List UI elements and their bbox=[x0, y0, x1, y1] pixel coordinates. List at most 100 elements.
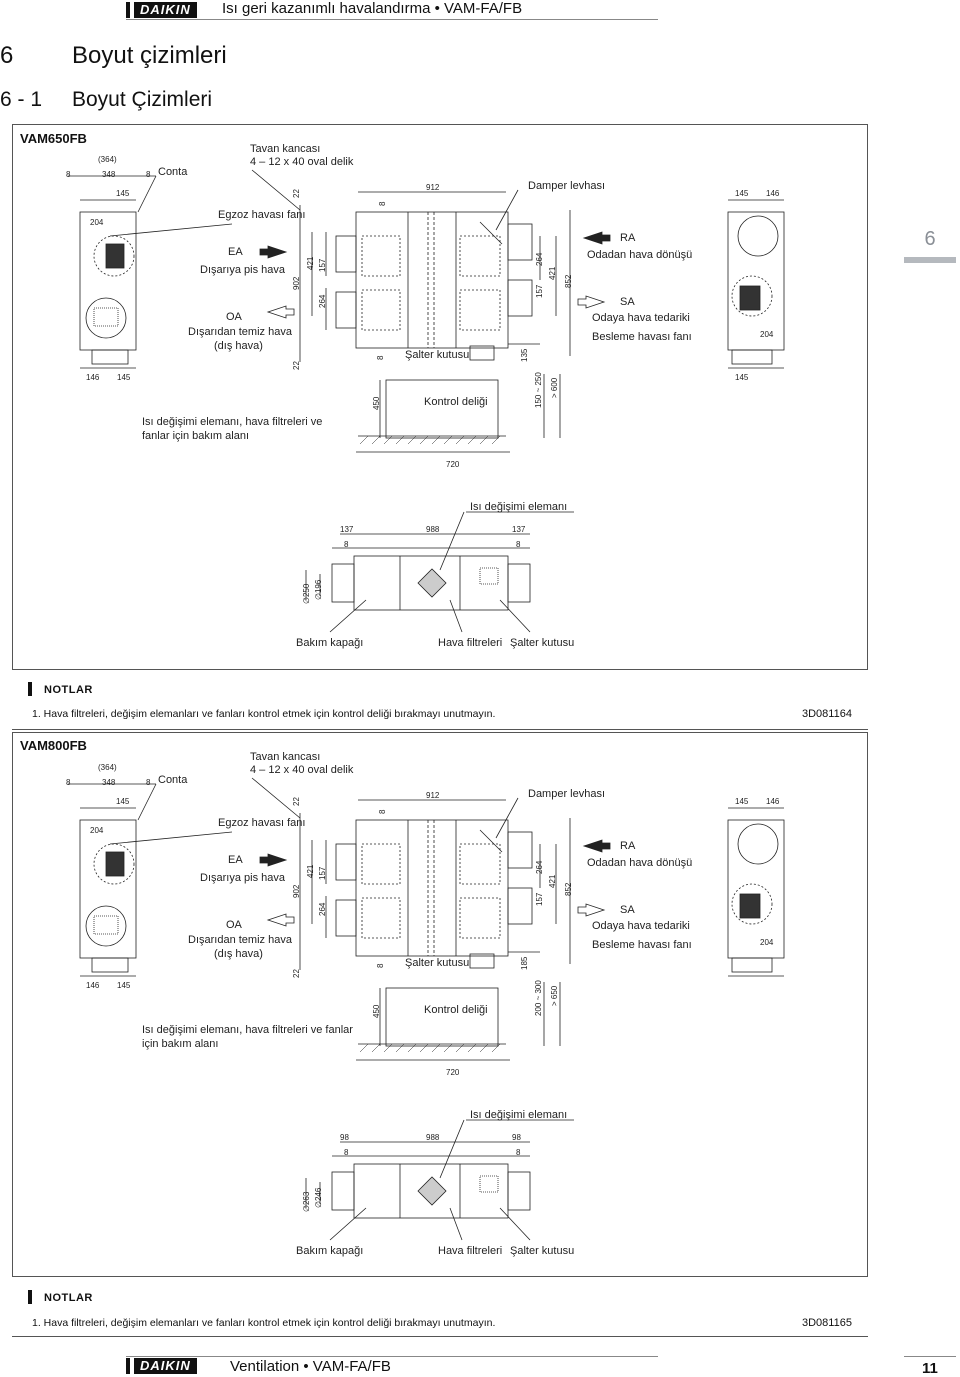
note-text: 1. Hava filtreleri, değişim elemanları v… bbox=[32, 708, 496, 720]
drawing-frame-vam650 bbox=[12, 124, 868, 670]
supply-fan-motor bbox=[739, 285, 761, 311]
right-base bbox=[731, 957, 773, 973]
label-salter: Şalter kutusu bbox=[405, 349, 470, 361]
model-label: VAM800FB bbox=[20, 738, 87, 753]
notes-title: NOTLAR bbox=[44, 1292, 93, 1304]
footer-title: Ventilation • VAM-FA/FB bbox=[230, 1358, 391, 1375]
front-left-port bbox=[331, 563, 355, 603]
divider bbox=[12, 1336, 868, 1337]
label-damper: Damper levhası bbox=[528, 788, 606, 800]
label-bakim-alani2: fanlar için bakım alanı bbox=[142, 430, 249, 442]
dim-720: 720 bbox=[446, 460, 460, 469]
label-bakim-alani2: için bakım alanı bbox=[142, 1038, 219, 1050]
label-egzoz-fan: Egzoz havası fanı bbox=[218, 817, 306, 829]
side-tab-bar bbox=[904, 257, 956, 263]
right-base bbox=[731, 349, 773, 365]
dim-145: 145 bbox=[117, 373, 131, 382]
subsection-title: Boyut Çizimleri bbox=[72, 88, 213, 111]
ea-arrow bbox=[259, 245, 288, 259]
left-base bbox=[91, 957, 129, 973]
label-ea-desc: Dışarıya pis hava bbox=[200, 872, 285, 884]
dim-8: 8 bbox=[344, 1148, 349, 1157]
sa-port bbox=[507, 279, 533, 317]
left-base bbox=[91, 349, 129, 365]
label-ra: RA bbox=[620, 840, 636, 852]
dim-146: 146 bbox=[766, 189, 780, 198]
damper-plate bbox=[479, 829, 503, 853]
header-rule bbox=[126, 19, 658, 20]
front-right-port bbox=[507, 1171, 531, 1211]
ra-arrow bbox=[582, 231, 611, 245]
oa-duct-circle bbox=[85, 297, 127, 339]
dim-145: 145 bbox=[116, 189, 130, 198]
oa-arrow bbox=[266, 913, 295, 927]
dim-137: 137 bbox=[340, 525, 354, 534]
dim-145: 145 bbox=[735, 189, 749, 198]
dim-912: 912 bbox=[426, 791, 440, 800]
dim-137: 98 bbox=[340, 1133, 349, 1142]
label-salter-kutusu: Şalter kutusu bbox=[510, 1245, 575, 1257]
dim-988: 988 bbox=[426, 1133, 440, 1142]
label-isi-degisim: Isı değişimi elemanı bbox=[470, 501, 568, 513]
ra-duct-circle bbox=[737, 215, 779, 257]
dim-8: 8 bbox=[516, 1148, 521, 1157]
label-hava-filtreleri: Hava filtreleri bbox=[438, 637, 503, 649]
label-hava-filtreleri: Hava filtreleri bbox=[438, 1245, 503, 1257]
label-oa-desc: Dışarıdan temiz hava bbox=[188, 934, 292, 946]
notes-mark bbox=[28, 1290, 32, 1304]
dim-146: 146 bbox=[86, 981, 100, 990]
label-sa-desc: Odaya hava tedariki bbox=[592, 920, 690, 932]
dim-988: 988 bbox=[426, 525, 440, 534]
label-ea-desc: Dışarıya pis hava bbox=[200, 264, 285, 276]
label-sa-desc: Odaya hava tedariki bbox=[592, 312, 690, 324]
sa-duct-circle bbox=[731, 883, 773, 925]
section-number: 6 bbox=[0, 42, 14, 69]
label-conta: Conta bbox=[158, 774, 188, 786]
ea-arrow bbox=[259, 853, 288, 867]
dim-720: 720 bbox=[446, 1068, 460, 1077]
unit-body bbox=[355, 819, 509, 957]
ra-port bbox=[507, 831, 533, 869]
section-title: Boyut çizimleri bbox=[72, 42, 227, 69]
oa-duct-circle bbox=[85, 905, 127, 947]
ra-port bbox=[507, 223, 533, 261]
drawing-frame-vam800 bbox=[12, 732, 868, 1277]
label-salter: Şalter kutusu bbox=[405, 957, 470, 969]
label-besleme: Besleme havası fanı bbox=[592, 939, 692, 951]
label-oa: OA bbox=[226, 311, 242, 323]
filter-grid bbox=[93, 307, 119, 327]
label-bakim-kapagi: Bakım kapağı bbox=[296, 1245, 364, 1257]
label-salter-kutusu: Şalter kutusu bbox=[510, 637, 575, 649]
technical-drawing bbox=[68, 169, 785, 633]
label-egzoz-fan: Egzoz havası fanı bbox=[218, 209, 306, 221]
label-oval-delik: 4 – 12 x 40 oval delik bbox=[250, 156, 354, 168]
left-view-body bbox=[79, 819, 137, 959]
label-sa: SA bbox=[620, 296, 635, 308]
page-number: 11 bbox=[922, 1360, 938, 1377]
supply-fan-motor bbox=[739, 893, 761, 919]
dim-364: (364) bbox=[98, 763, 117, 772]
label-damper: Damper levhası bbox=[528, 180, 606, 192]
label-oval-delik: 4 – 12 x 40 oval delik bbox=[250, 764, 354, 776]
dim-8: 8 bbox=[146, 170, 151, 179]
label-sa: SA bbox=[620, 904, 635, 916]
control-hole bbox=[385, 379, 499, 439]
label-conta: Conta bbox=[158, 166, 188, 178]
front-left-port bbox=[331, 1171, 355, 1211]
sa-port bbox=[507, 887, 533, 925]
label-ra: RA bbox=[620, 232, 636, 244]
right-view-body bbox=[727, 819, 785, 959]
note-text: 1. Hava filtreleri, değişim elemanları v… bbox=[32, 1317, 496, 1329]
label-ra-desc: Odadan hava dönüşü bbox=[587, 249, 693, 261]
dim-348: 348 bbox=[102, 170, 116, 179]
damper-plate bbox=[479, 221, 503, 245]
dim-8: 8 bbox=[66, 170, 71, 179]
fan-motor bbox=[105, 851, 125, 877]
sa-duct-circle bbox=[731, 275, 773, 317]
dim-204: 204 bbox=[90, 826, 104, 835]
label-kontrol: Kontrol deliği bbox=[424, 1004, 488, 1016]
dim-8: 8 bbox=[516, 540, 521, 549]
technical-drawing bbox=[68, 777, 785, 1241]
dim-137: 137 bbox=[512, 525, 526, 534]
switch-box bbox=[469, 345, 495, 361]
